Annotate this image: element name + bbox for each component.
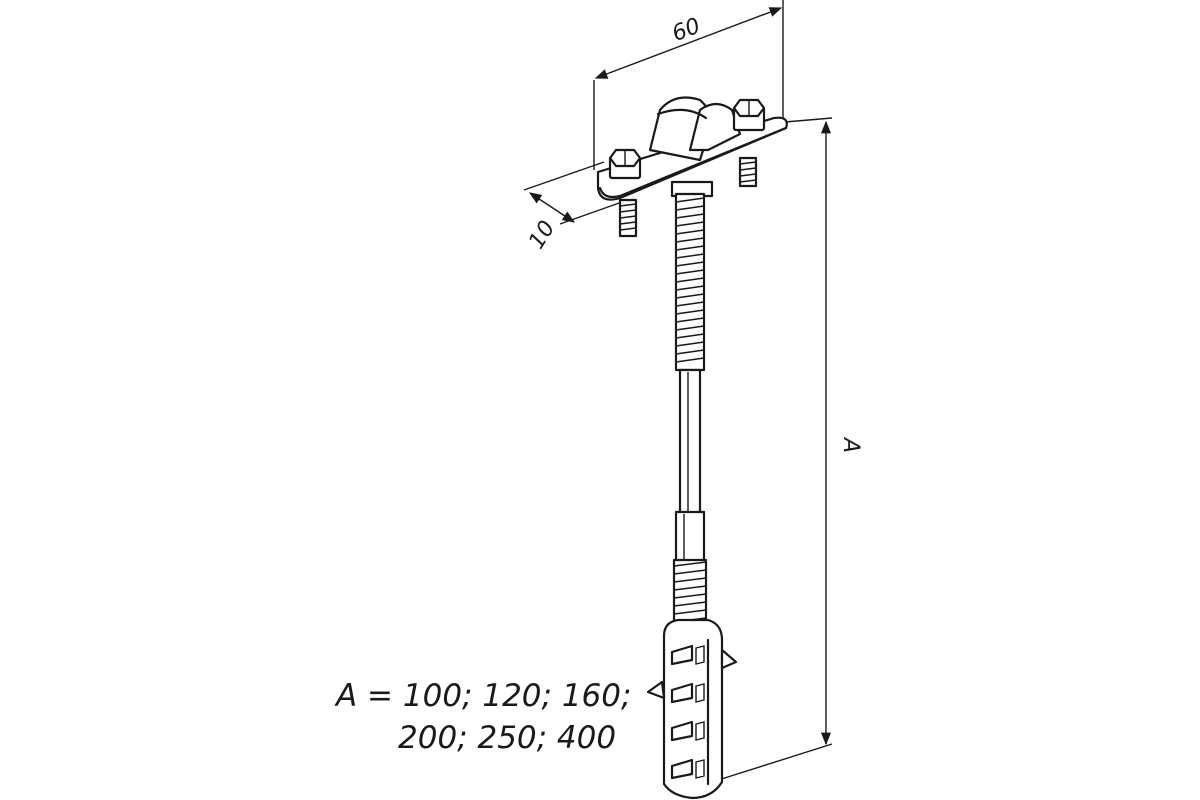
threaded-rod (670, 180, 714, 632)
length-options-line2: 200; 250; 400 (398, 720, 617, 756)
dimension-length: A (711, 117, 863, 783)
wall-dowel (646, 618, 738, 800)
length-options-line1: A = 100; 120; 160; (336, 678, 632, 714)
right-stud (738, 156, 758, 188)
clamp-plate (596, 96, 788, 238)
depth-label: 10 (524, 217, 560, 254)
width-label: 60 (669, 14, 704, 47)
right-bolt (732, 98, 766, 132)
left-bolt (608, 148, 642, 180)
left-stud (618, 198, 638, 238)
length-label: A (838, 436, 863, 453)
